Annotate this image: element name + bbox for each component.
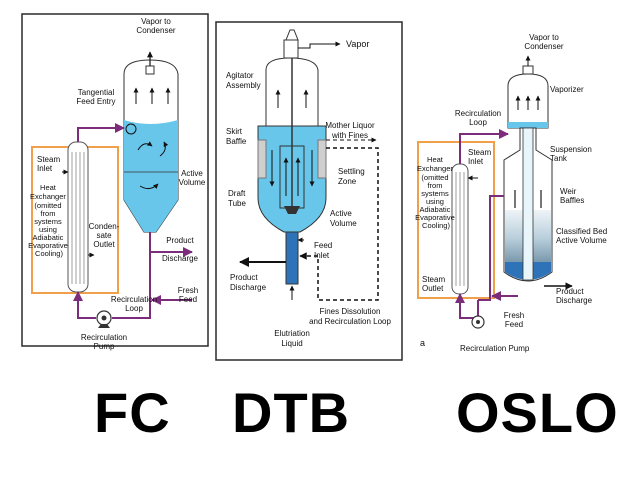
oslo-recirc-top-pipe — [459, 129, 509, 164]
oslo-vaporizer-label: Vaporizer — [550, 85, 584, 94]
fc-active-volume — [124, 120, 178, 232]
oslo-recirc-return-pipe — [478, 195, 504, 301]
fc-vapor-nozzle — [145, 65, 155, 75]
dtb-frame — [215, 21, 403, 361]
dtb-settling-zone — [317, 139, 327, 179]
dtb-vapor-arrow — [298, 41, 341, 49]
dtb-settling-zone — [257, 139, 267, 179]
oslo-vapor-nozzle — [522, 65, 534, 75]
oslo-recirculation-pump-label: Recirculation Pump — [460, 344, 530, 353]
oslo-title: OSLO — [456, 381, 619, 444]
oslo-panel-letter: a — [420, 338, 425, 348]
fc-pump-to-exchanger-pipe — [73, 291, 96, 319]
pump-icon — [96, 310, 112, 328]
pump-icon — [471, 315, 485, 329]
fc-recirc-top-pipe — [77, 123, 125, 142]
tube-bundle-icon — [67, 141, 89, 293]
fc-tangential-entry — [125, 123, 137, 135]
fc-swirl-arrow — [137, 141, 153, 151]
fc-recirc-bottom-pipe — [112, 232, 151, 319]
oslo-heat-exchanger-label: Heat Exchanger (omitted from systems usi… — [415, 155, 457, 230]
oslo-downcomer — [522, 127, 534, 281]
oslo-recirc-bottom-pipe — [455, 293, 479, 319]
dtb-motor — [283, 39, 299, 59]
fc-title: FC — [94, 381, 171, 444]
oslo-vaporizer-liquid — [508, 122, 548, 128]
fc-frame — [21, 13, 209, 347]
dtb-elutriation-leg — [285, 231, 299, 285]
dtb-title: DTB — [232, 381, 351, 444]
fc-swirl-arrow — [139, 183, 159, 190]
dtb-motor-cap — [285, 29, 299, 41]
fc-swirl-arrow — [159, 141, 169, 157]
dtb-impeller — [284, 206, 300, 214]
dtb-fines-loop — [299, 147, 379, 301]
fc-heat-exchanger-label: Heat Exchanger (omitted from systems usi… — [28, 183, 70, 258]
dtb-vapor-label: Vapor — [346, 39, 369, 49]
